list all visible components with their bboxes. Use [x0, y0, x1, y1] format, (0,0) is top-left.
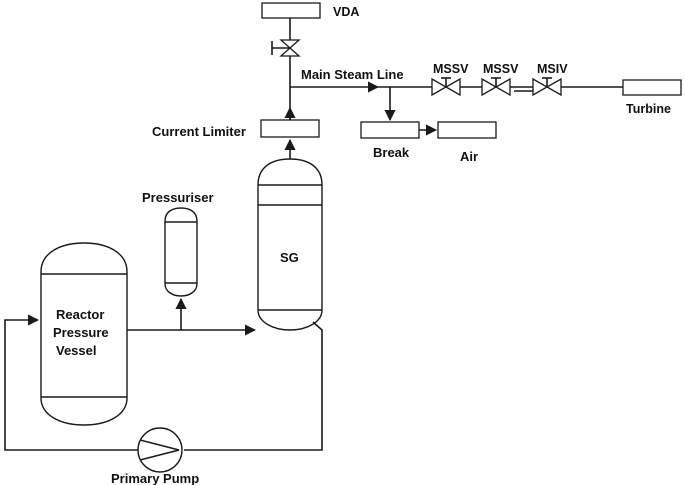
- msiv-label: MSIV: [537, 62, 568, 76]
- pressuriser-label: Pressuriser: [142, 190, 214, 205]
- primary-pump-icon: [137, 427, 183, 473]
- mssv-1-valve-icon: [431, 77, 461, 97]
- current-limiter-box: [260, 119, 320, 138]
- cold-leg-line: [184, 321, 323, 451]
- primary-pump-label: Primary Pump: [111, 471, 199, 485]
- msiv-valve-icon: [532, 77, 562, 97]
- turbine-box: [622, 79, 682, 96]
- reactor-label-line3: Vessel: [56, 343, 97, 358]
- vda-box: [261, 2, 321, 19]
- mssv-2-label: MSSV: [483, 62, 519, 76]
- break-box: [360, 121, 420, 139]
- sg-label: SG: [280, 250, 299, 265]
- reactor-label-line1: Reactor: [56, 307, 104, 322]
- pressuriser-vessel: [164, 207, 198, 297]
- break-label: Break: [373, 145, 410, 160]
- mssv-1-label: MSSV: [433, 62, 469, 76]
- vda-valve-icon: [271, 39, 301, 57]
- main-steam-line-label: Main Steam Line: [301, 67, 404, 82]
- turbine-label: Turbine: [626, 102, 671, 116]
- reactor-label-line2: Pressure: [53, 325, 109, 340]
- current-limiter-label: Current Limiter: [152, 124, 246, 139]
- air-box: [437, 121, 497, 139]
- steam-generator-vessel: [257, 158, 323, 331]
- reactor-pressure-vessel: [40, 242, 128, 426]
- vda-label: VDA: [333, 5, 359, 19]
- pump-return-line: [4, 314, 138, 451]
- mssv-2-valve-icon: [481, 77, 511, 97]
- air-label: Air: [460, 149, 478, 164]
